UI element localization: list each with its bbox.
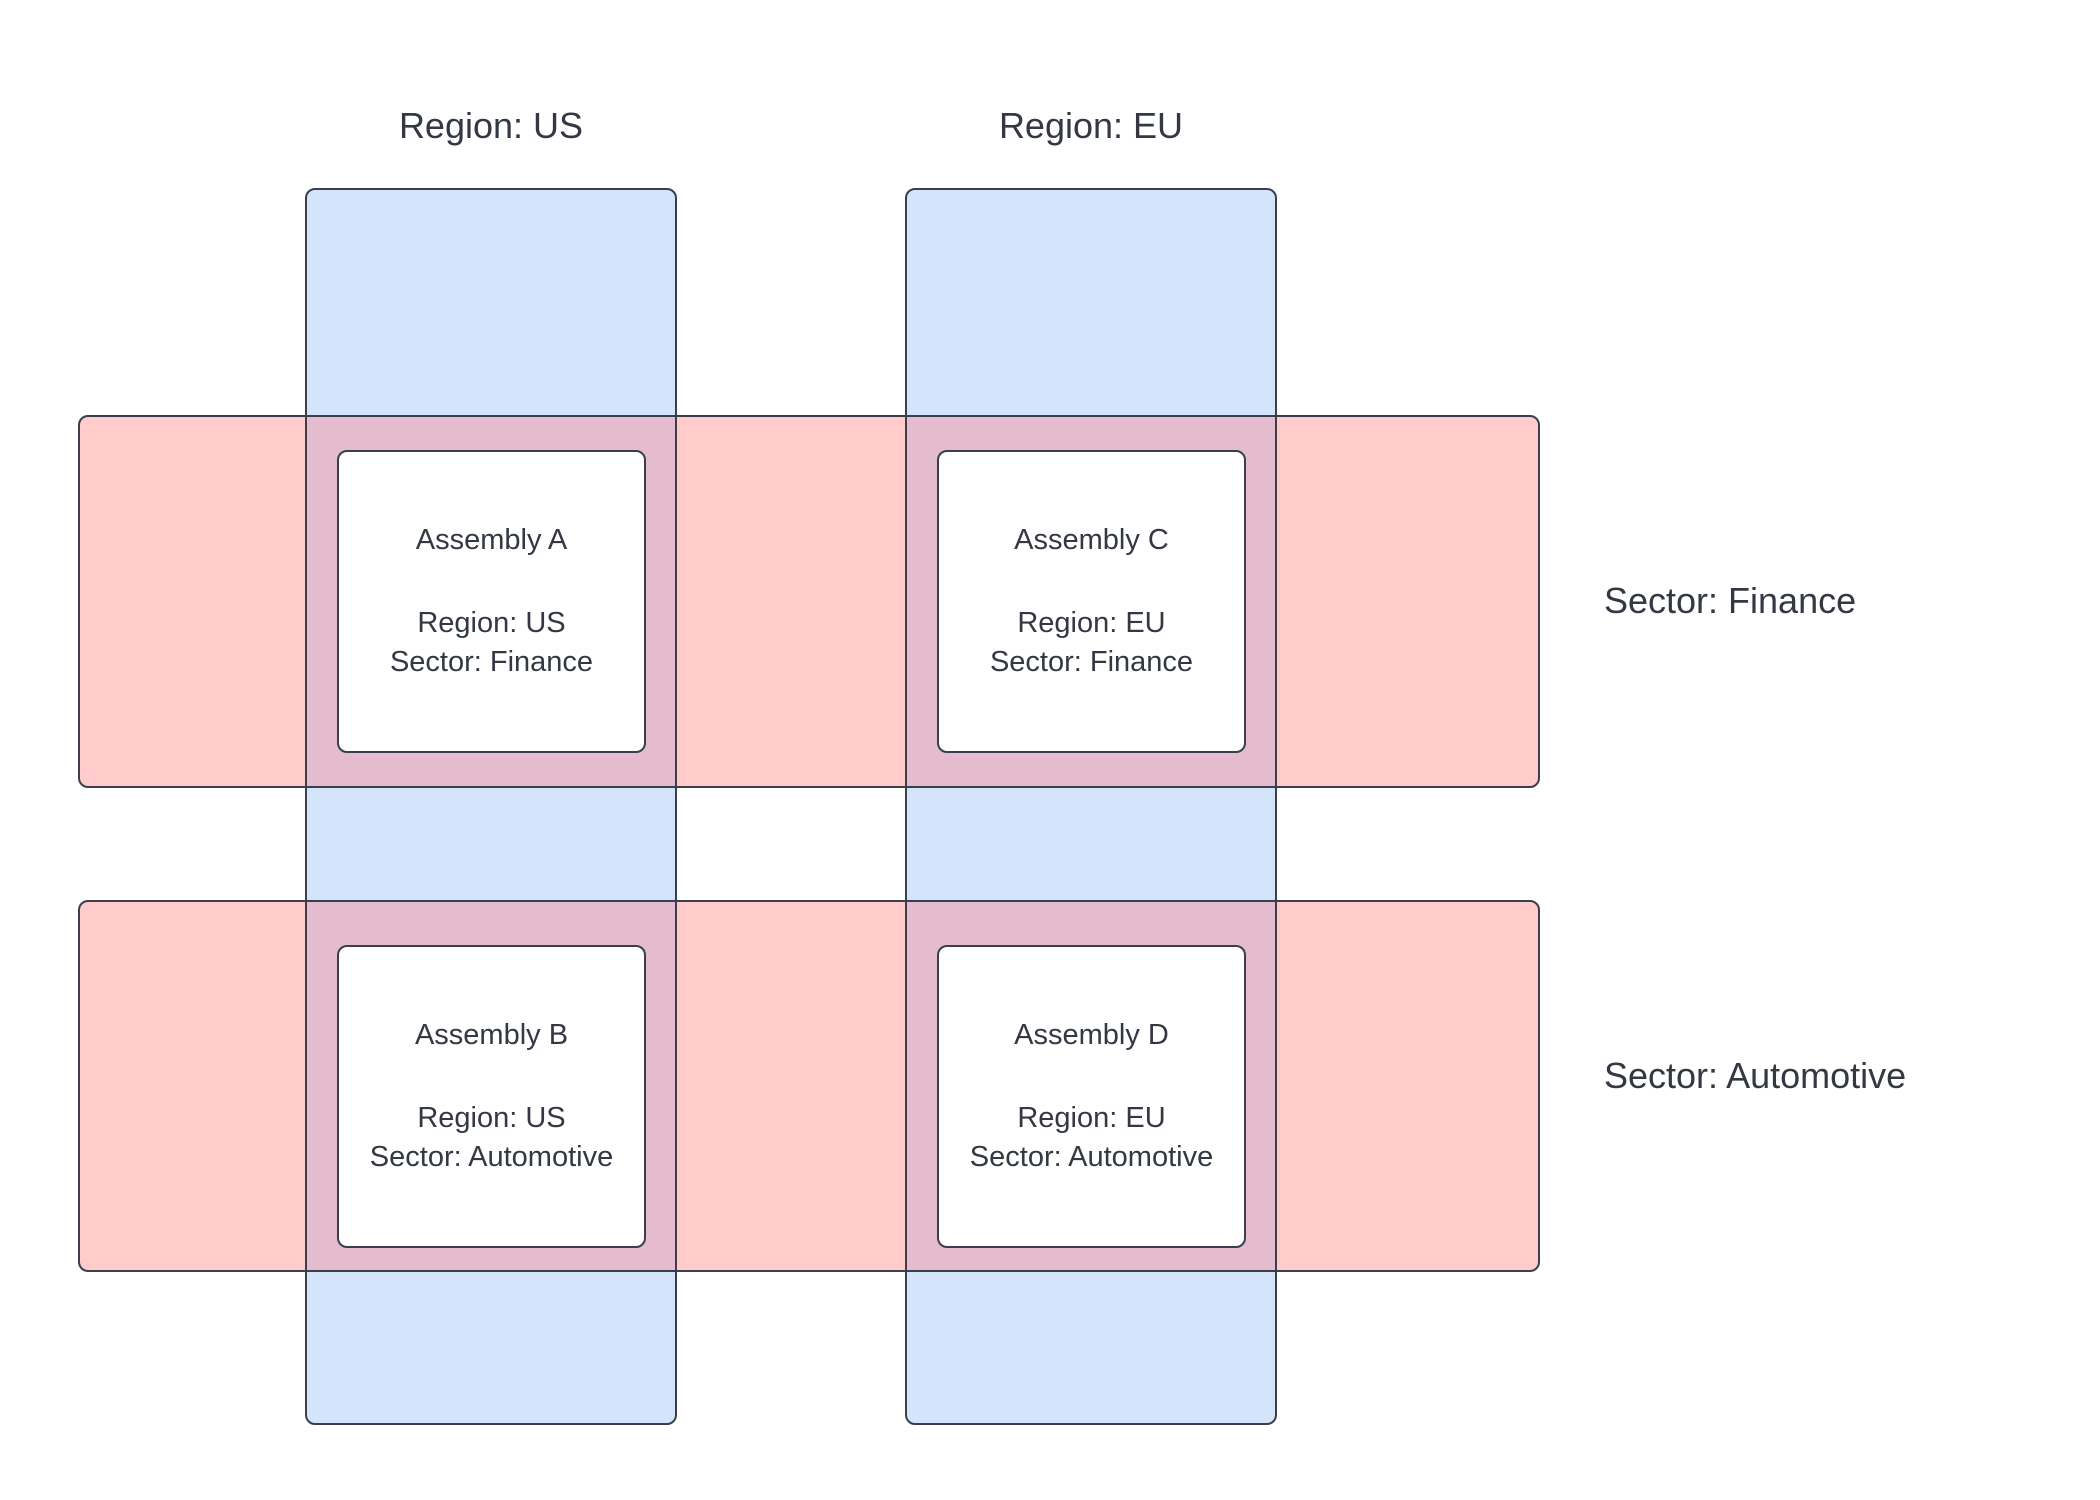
node-meta: Region: EU Sector: Automotive: [970, 1099, 1213, 1177]
node-title: Assembly B: [414, 1019, 569, 1052]
lane-edge-automotive-top-eu: [905, 900, 1277, 902]
lane-label-column-us: Region: US: [398, 105, 584, 146]
node-region-line: Region: EU: [1017, 1102, 1166, 1135]
node-title: Assembly A: [415, 524, 568, 557]
node-region-line: Region: US: [417, 1102, 566, 1135]
node-assembly-d[interactable]: Assembly D Region: EU Sector: Automotive: [937, 945, 1246, 1248]
lane-edge-finance-bottom-eu: [905, 786, 1277, 788]
node-region-line: Region: US: [417, 607, 566, 640]
node-sector-line: Sector: Finance: [989, 645, 1194, 678]
lane-edge-us-right-finance: [675, 415, 677, 788]
swimlane-row-finance[interactable]: [78, 415, 1540, 788]
node-meta: Region: EU Sector: Finance: [990, 604, 1193, 682]
lane-edge-automotive-top-us: [305, 900, 677, 902]
lane-edge-eu-right-finance: [1275, 415, 1277, 788]
swimlane-row-automotive[interactable]: [78, 900, 1540, 1272]
node-meta: Region: US Sector: Automotive: [370, 1099, 613, 1177]
node-sector-line: Sector: Automotive: [369, 1140, 614, 1173]
lane-edge-us-left-finance: [305, 415, 307, 788]
lane-edge-finance-top-us: [305, 415, 677, 417]
lane-edge-finance-bottom-us: [305, 786, 677, 788]
lane-edge-automotive-bottom-us: [305, 1270, 677, 1272]
node-assembly-b[interactable]: Assembly B Region: US Sector: Automotive: [337, 945, 646, 1248]
node-assembly-c[interactable]: Assembly C Region: EU Sector: Finance: [937, 450, 1246, 753]
node-meta: Region: US Sector: Finance: [390, 604, 593, 682]
node-title: Assembly D: [1014, 1019, 1169, 1052]
lane-edge-eu-left-automotive: [905, 900, 907, 1272]
node-assembly-a[interactable]: Assembly A Region: US Sector: Finance: [337, 450, 646, 753]
lane-label-row-automotive: Sector: Automotive: [1604, 1055, 1907, 1096]
lane-label-row-finance: Sector: Finance: [1604, 580, 1857, 621]
lane-label-column-eu: Region: EU: [998, 105, 1184, 146]
lane-edge-eu-right-automotive: [1275, 900, 1277, 1272]
node-sector-line: Sector: Finance: [389, 645, 594, 678]
lane-edge-finance-top-eu: [905, 415, 1277, 417]
node-title: Assembly C: [1014, 524, 1169, 557]
lane-edge-eu-left-finance: [905, 415, 907, 788]
lane-edge-automotive-bottom-eu: [905, 1270, 1277, 1272]
node-region-line: Region: EU: [1017, 607, 1166, 640]
lane-edge-us-left-automotive: [305, 900, 307, 1272]
lane-edge-us-right-automotive: [675, 900, 677, 1272]
node-sector-line: Sector: Automotive: [969, 1140, 1214, 1173]
